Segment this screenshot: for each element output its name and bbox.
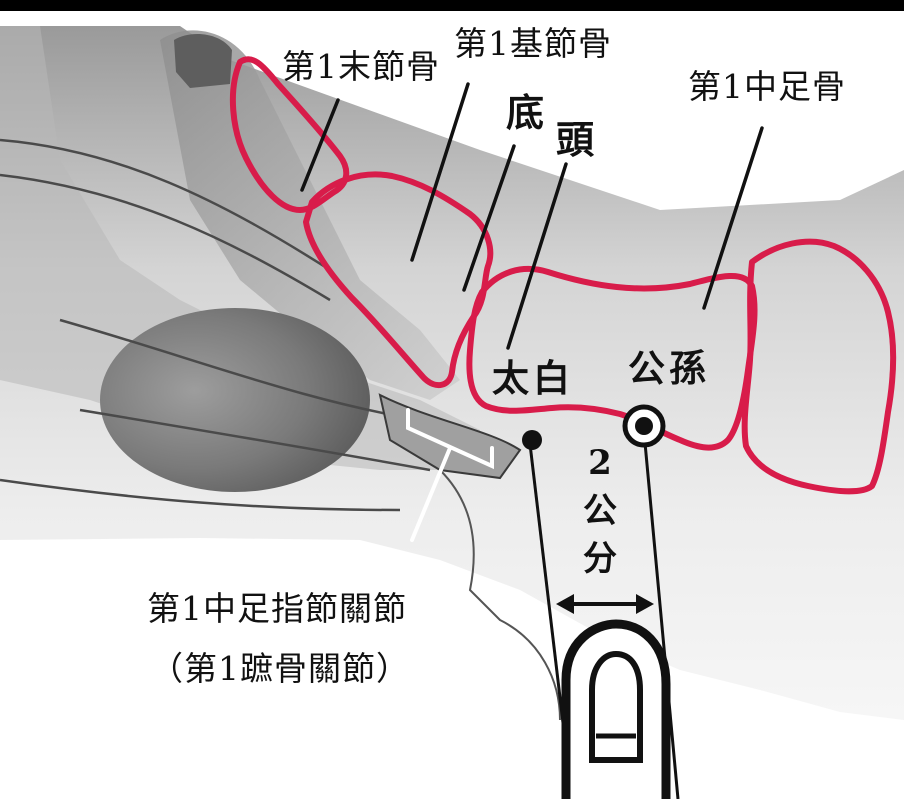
label-joint-alt: （第1蹠骨關節） (150, 649, 410, 688)
fingernail-icon (589, 650, 643, 763)
label-point-taihaku: 太白 (492, 356, 574, 400)
label-distance-unit-1: 公 (583, 491, 617, 531)
label-distance-unit-2: 分 (583, 539, 617, 579)
skin-creases (0, 138, 431, 512)
toe-ball (100, 308, 370, 492)
bone-outlines (229, 56, 897, 495)
label-point-kouson: 公孫 (628, 346, 710, 390)
leader-head (506, 162, 568, 350)
sole-contour (439, 469, 561, 721)
top-border (0, 0, 904, 11)
label-head: 頭 (556, 117, 597, 162)
leader-base (462, 144, 516, 292)
label-proximal-phalanx: 第1基節骨 (454, 24, 612, 63)
joint-leader (410, 446, 452, 542)
toenail (174, 34, 232, 88)
label-distance-number: 2 (588, 443, 612, 483)
metatarsal-outline (466, 265, 758, 451)
finger-right-edge (642, 431, 680, 799)
joint-bracket (406, 408, 494, 542)
label-distal-phalanx: 第1末節骨 (282, 47, 440, 86)
cuneiform-outline (741, 238, 897, 495)
label-base: 底 (506, 90, 547, 135)
double-arrow-icon (556, 594, 654, 614)
leader-metatarsal (702, 126, 764, 310)
finger-measure (528, 431, 680, 799)
ringed-dot-center (635, 417, 653, 435)
leader-proximal (410, 82, 470, 262)
leader-distal (300, 98, 340, 192)
label-joint-name: 第1中足指節關節 (147, 589, 407, 628)
leader-lines (300, 82, 764, 350)
filled-dot-icon (522, 430, 542, 450)
joint-bulge (378, 393, 522, 480)
distal-phalanx-outline (229, 56, 350, 213)
label-metatarsal: 第1中足骨 (688, 67, 846, 106)
